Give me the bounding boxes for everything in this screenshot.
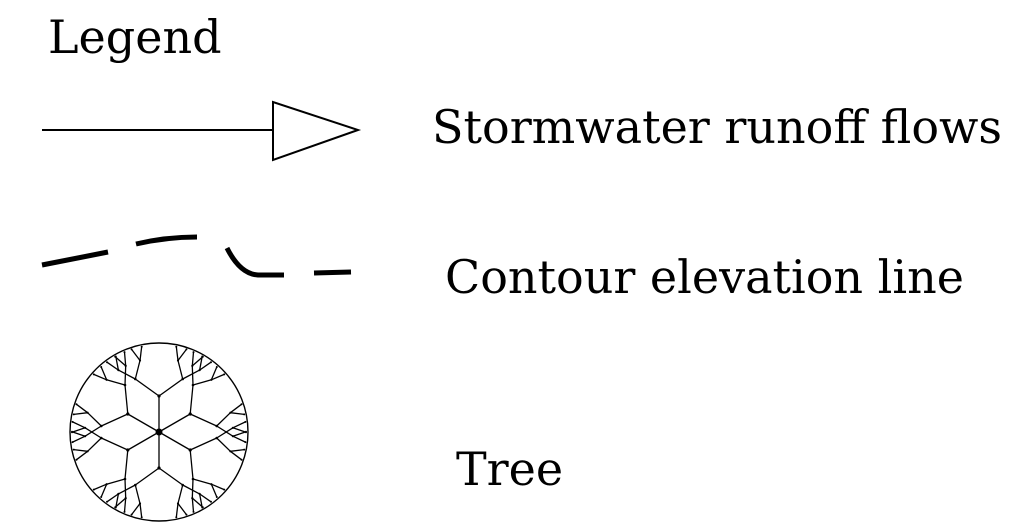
legend-label-flow: Stormwater runoff flows: [432, 100, 1003, 154]
dashed-line-icon: [41, 234, 352, 278]
arrow-icon: [42, 100, 362, 162]
legend-label-contour: Contour elevation line: [445, 250, 964, 304]
legend-title: Legend: [48, 10, 222, 64]
tree-icon: [69, 342, 249, 522]
legend-label-tree: Tree: [456, 442, 564, 496]
